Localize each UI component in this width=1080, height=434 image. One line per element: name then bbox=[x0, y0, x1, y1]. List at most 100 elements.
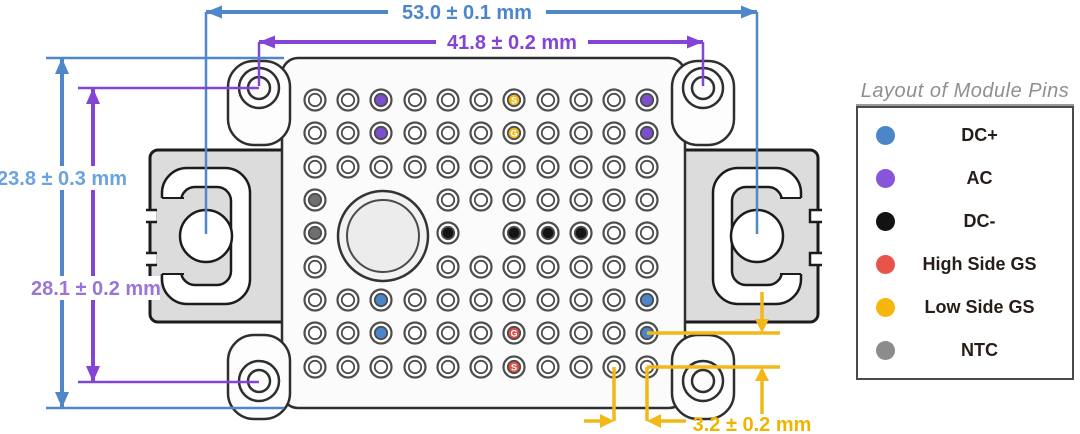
high-side-gs-dot-icon bbox=[876, 255, 895, 274]
pin-r1-c11 bbox=[635, 88, 659, 112]
pin-r1-c7: S bbox=[502, 88, 526, 112]
right-tab-notch bbox=[808, 208, 822, 224]
dc-minus-dot-icon bbox=[876, 212, 895, 231]
pin-r2-c10 bbox=[602, 121, 626, 145]
pin-r9-c7: S bbox=[502, 355, 526, 379]
legend-item-label: AC bbox=[966, 168, 993, 188]
pin-r2-c11 bbox=[635, 121, 659, 145]
pin-r3-c9 bbox=[569, 155, 593, 179]
pin-r3-c1 bbox=[303, 155, 327, 179]
pin-r9-c1 bbox=[303, 355, 327, 379]
pin-letter: S bbox=[511, 362, 517, 372]
pin-r5-c5 bbox=[436, 221, 460, 245]
pin-letter: S bbox=[511, 95, 517, 105]
legend-item-dc-plus: DC+ bbox=[858, 125, 1072, 146]
dimension-top-width bbox=[204, 5, 759, 234]
pin-r7-c8 bbox=[536, 288, 560, 312]
pin-r6-c10 bbox=[602, 255, 626, 279]
right-slot-cap-lines bbox=[780, 197, 801, 275]
pin-r5-c7 bbox=[502, 221, 526, 245]
legend-item-label: DC- bbox=[963, 211, 996, 231]
pin-r3-c2 bbox=[336, 155, 360, 179]
pin-r8-c3 bbox=[369, 321, 393, 345]
legend-item-label: DC+ bbox=[961, 125, 998, 145]
pin-r4-c11 bbox=[635, 188, 659, 212]
left-tab-notch bbox=[146, 208, 160, 224]
legend-item-ac: AC bbox=[858, 168, 1072, 189]
legend-box: DC+ AC DC- High Side GS Low Side GS NTC bbox=[856, 106, 1074, 380]
ac-dot-icon bbox=[876, 169, 895, 188]
pin-r7-c2 bbox=[336, 288, 360, 312]
dc-plus-dot-icon bbox=[876, 126, 895, 145]
low-side-gs-dot-icon bbox=[876, 298, 895, 317]
pin-r8-c6 bbox=[469, 321, 493, 345]
pin-r2-c9 bbox=[569, 121, 593, 145]
pin-r8-c9 bbox=[569, 321, 593, 345]
left-tab-notch bbox=[146, 251, 160, 267]
dimension-inner-width bbox=[257, 35, 705, 86]
pin-r6-c9 bbox=[569, 255, 593, 279]
pin-r5-c11 bbox=[635, 221, 659, 245]
pin-r2-c6 bbox=[469, 121, 493, 145]
pin-r9-c3 bbox=[369, 355, 393, 379]
pin-r3-c11 bbox=[635, 155, 659, 179]
legend-item-label: Low Side GS bbox=[924, 297, 1035, 317]
pin-r2-c8 bbox=[536, 121, 560, 145]
pin-letter: G bbox=[510, 128, 517, 138]
pin-r5-c8 bbox=[536, 221, 560, 245]
pin-r1-c4 bbox=[403, 88, 427, 112]
pin-r3-c4 bbox=[403, 155, 427, 179]
pin-r4-c9 bbox=[569, 188, 593, 212]
pin-r4-c1 bbox=[303, 188, 327, 212]
pin-r9-c8 bbox=[536, 355, 560, 379]
pin-r7-c9 bbox=[569, 288, 593, 312]
pin-r7-c4 bbox=[403, 288, 427, 312]
pin-r6-c8 bbox=[536, 255, 560, 279]
pin-r2-c7: G bbox=[502, 121, 526, 145]
pin-r8-c4 bbox=[403, 321, 427, 345]
pin-r8-c5 bbox=[436, 321, 460, 345]
label-backing bbox=[32, 276, 160, 300]
dimension-pin-pitch bbox=[584, 292, 780, 428]
legend-item-label: NTC bbox=[961, 340, 998, 360]
legend-title: Layout of Module Pins bbox=[856, 80, 1074, 106]
pin-r6-c1 bbox=[303, 255, 327, 279]
left-slot-cap-lines bbox=[162, 197, 184, 275]
pin-r5-c1 bbox=[303, 221, 327, 245]
pin-r7-c5 bbox=[436, 288, 460, 312]
pin-r7-c7 bbox=[502, 288, 526, 312]
pin-r5-c9 bbox=[569, 221, 593, 245]
pin-letter: G bbox=[510, 328, 517, 338]
pin-r2-c5 bbox=[436, 121, 460, 145]
inner-width-label: 41.8 ± 0.2 mm bbox=[447, 32, 577, 54]
ntc-dot-icon bbox=[876, 341, 895, 360]
pin-r2-c4 bbox=[403, 121, 427, 145]
pin-r3-c3 bbox=[369, 155, 393, 179]
right-tab-notch bbox=[808, 251, 822, 267]
pin-r7-c3 bbox=[369, 288, 393, 312]
pin-r3-c7 bbox=[502, 155, 526, 179]
pin-r8-c7: G bbox=[502, 321, 526, 345]
left-height-label: 23.8 ± 0.3 mm bbox=[0, 168, 127, 190]
pin-r6-c7 bbox=[502, 255, 526, 279]
dimension-left-height bbox=[46, 56, 284, 410]
inner-height-label: 28.1 ± 0.2 mm bbox=[31, 278, 161, 300]
legend-item-high-side-gs: High Side GS bbox=[858, 254, 1072, 275]
pin-r1-c5 bbox=[436, 88, 460, 112]
pin-r4-c8 bbox=[536, 188, 560, 212]
pin-r1-c2 bbox=[336, 88, 360, 112]
pin-r7-c1 bbox=[303, 288, 327, 312]
pin-r7-c11 bbox=[635, 288, 659, 312]
center-hole-inner bbox=[346, 199, 420, 273]
legend-item-label: High Side GS bbox=[922, 254, 1037, 274]
pin-r3-c5 bbox=[436, 155, 460, 179]
pin-r7-c6 bbox=[469, 288, 493, 312]
pin-r5-c10 bbox=[602, 221, 626, 245]
dimension-inner-height bbox=[78, 86, 259, 384]
module-body bbox=[280, 56, 687, 410]
pin-r9-c6 bbox=[469, 355, 493, 379]
pin-r9-c2 bbox=[336, 355, 360, 379]
pin-r8-c10 bbox=[602, 321, 626, 345]
